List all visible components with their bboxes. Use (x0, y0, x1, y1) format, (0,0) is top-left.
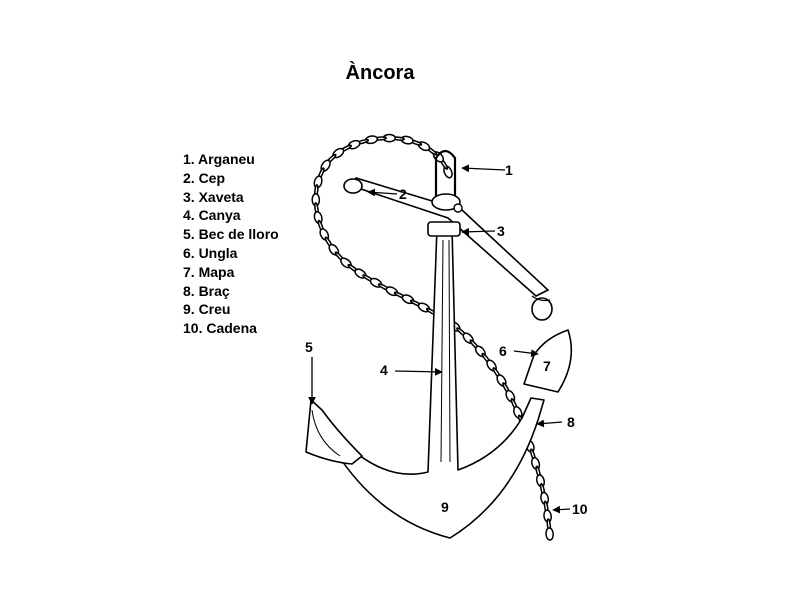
arrow-1 (461, 164, 506, 173)
callout-9: 9 (441, 499, 449, 515)
legend-item-cep: 2. Cep (183, 169, 226, 186)
right-fluke (523, 329, 573, 393)
legend-item-xaveta: 3. Xaveta (183, 188, 244, 205)
legend-item-creu: 9. Creu (183, 301, 231, 318)
callout-10: 10 (572, 501, 588, 517)
callout-2: 2 (399, 186, 407, 202)
legend-item-ungla: 6. Ungla (183, 244, 238, 261)
shackle (427, 149, 463, 237)
callout-3: 3 (497, 223, 505, 239)
callout-4: 4 (380, 362, 388, 378)
diagram-title: Àncora (345, 62, 415, 84)
callout-8: 8 (567, 414, 575, 430)
callout-6: 6 (499, 343, 507, 359)
arrow-6 (513, 349, 539, 357)
left-fluke (305, 399, 363, 465)
chain-link (545, 527, 554, 541)
callout-numbers: 1 2 3 4 5 6 7 8 9 10 (305, 162, 588, 517)
legend-item-cadena: 10. Cadena (183, 320, 257, 337)
callout-5: 5 (305, 339, 313, 355)
arrow-2 (367, 188, 398, 197)
arrow-8 (536, 419, 563, 428)
arrow-3 (461, 227, 496, 236)
arrow-4 (394, 367, 443, 376)
legend-item-bec-de-lloro: 5. Bec de lloro (183, 226, 279, 243)
parts-legend: 1. Arganeu 2. Cep 3. Xaveta 4. Canya 5. … (183, 150, 279, 338)
legend-item-brac: 8. Braç (183, 282, 230, 299)
legend-item-arganeu: 1. Arganeu (183, 151, 255, 167)
callout-1: 1 (505, 162, 513, 178)
chain (311, 133, 554, 541)
callout-7: 7 (543, 358, 551, 374)
legend-item-mapa: 7. Mapa (183, 263, 235, 280)
arrow-10 (552, 505, 571, 514)
legend-item-canya: 4. Canya (183, 207, 241, 224)
callout-arrows (308, 164, 571, 514)
